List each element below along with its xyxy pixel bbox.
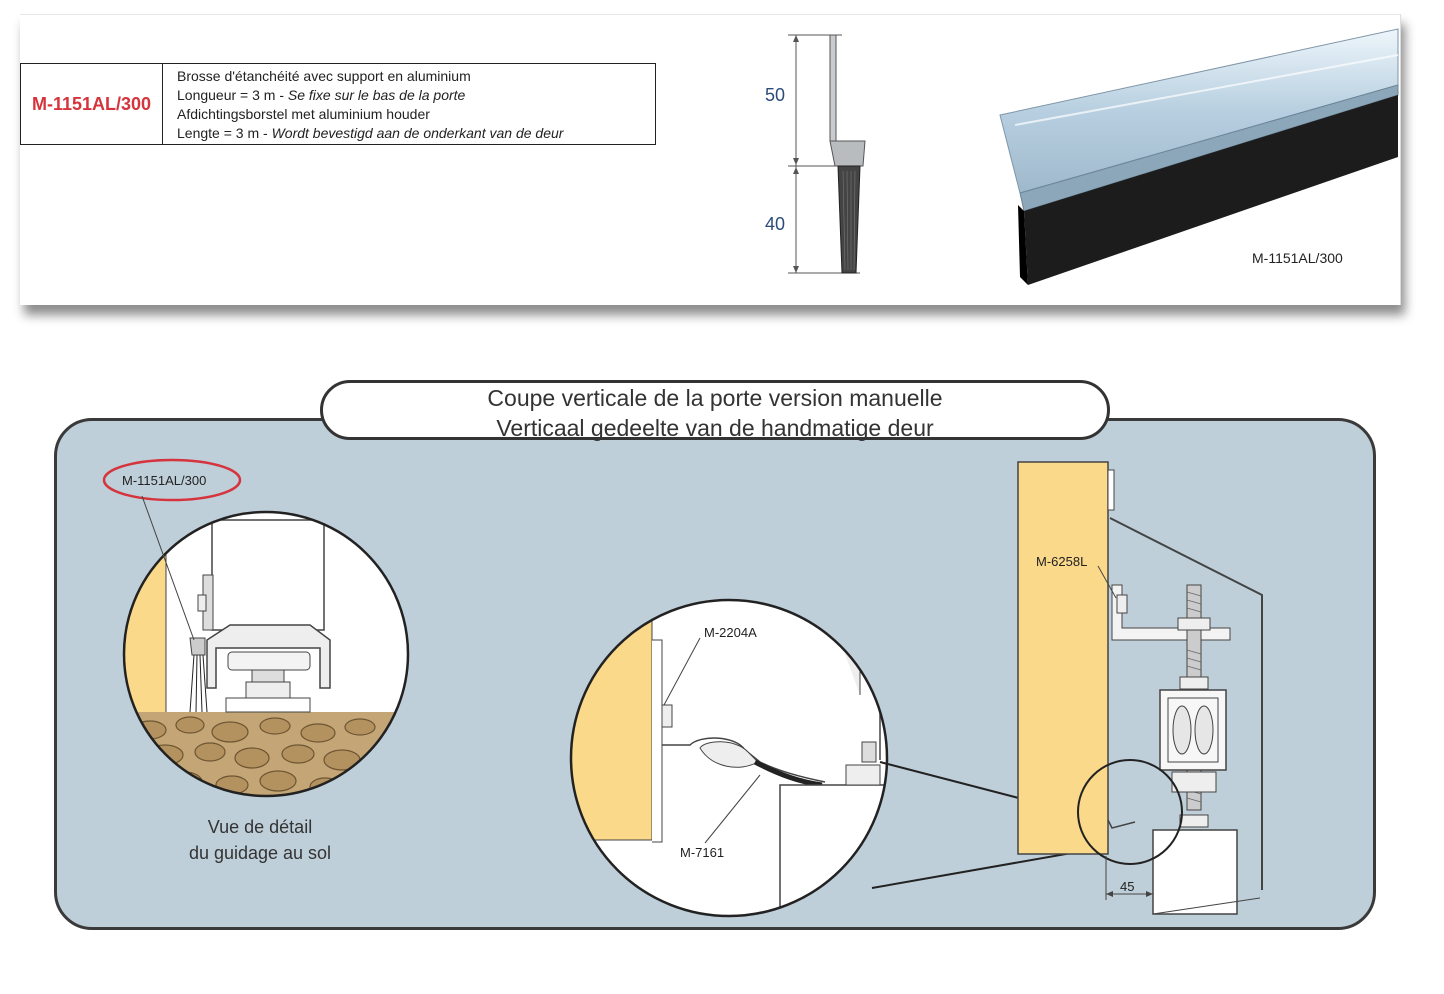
section-title-nl: Verticaal gedeelte van de handmatige deu… [496, 415, 934, 441]
dimension-40: 40 [765, 214, 785, 234]
label-m6258l: M-6258L [1036, 554, 1087, 569]
product-drawings: 50 40 [765, 28, 1399, 285]
product-spec-table: M-1151AL/300 Brosse d'étanchéité avec su… [20, 63, 656, 145]
product-card: M-1151AL/300 Brosse d'étanchéité avec su… [20, 14, 1401, 305]
detail-caption: Vue de détail du guidage au sol [150, 814, 370, 866]
product-image-caption: M-1151AL/300 [1252, 250, 1343, 266]
desc-line-2: Longueur = 3 m - Se fixe sur le bas de l… [177, 87, 466, 103]
desc-line-1: Brosse d'étanchéité avec support en alum… [177, 68, 471, 84]
dimension-45: 45 [1120, 879, 1134, 894]
section-title: Coupe verticale de la porte version manu… [320, 380, 1110, 441]
door-section-drawing: 45 M-6258L [1017, 461, 1263, 915]
product-code: M-1151AL/300 [21, 64, 163, 144]
desc-line-3: Afdichtingsborstel met aluminium houder [177, 106, 430, 122]
desc-line-4: Lengte = 3 m - Wordt bevestigd aan de on… [177, 125, 564, 141]
dimension-50: 50 [765, 85, 785, 105]
product-photo [999, 28, 1399, 285]
floor-guide-detail: M-1151AL/300 [102, 458, 410, 798]
highlight-ellipse [102, 458, 242, 502]
product-description: Brosse d'étanchéité avec support en alum… [163, 64, 563, 144]
detail-caption-line-2: du guidage au sol [188, 843, 332, 863]
label-m7161: M-7161 [680, 845, 724, 860]
section-title-fr: Coupe verticale de la porte version manu… [487, 385, 943, 411]
label-m2204a: M-2204A [704, 625, 757, 640]
label-m1151al-300: M-1151AL/300 [122, 473, 206, 488]
detail-caption-line-1: Vue de détail [207, 817, 313, 837]
profile-dimension-drawing: 50 40 [765, 34, 866, 274]
